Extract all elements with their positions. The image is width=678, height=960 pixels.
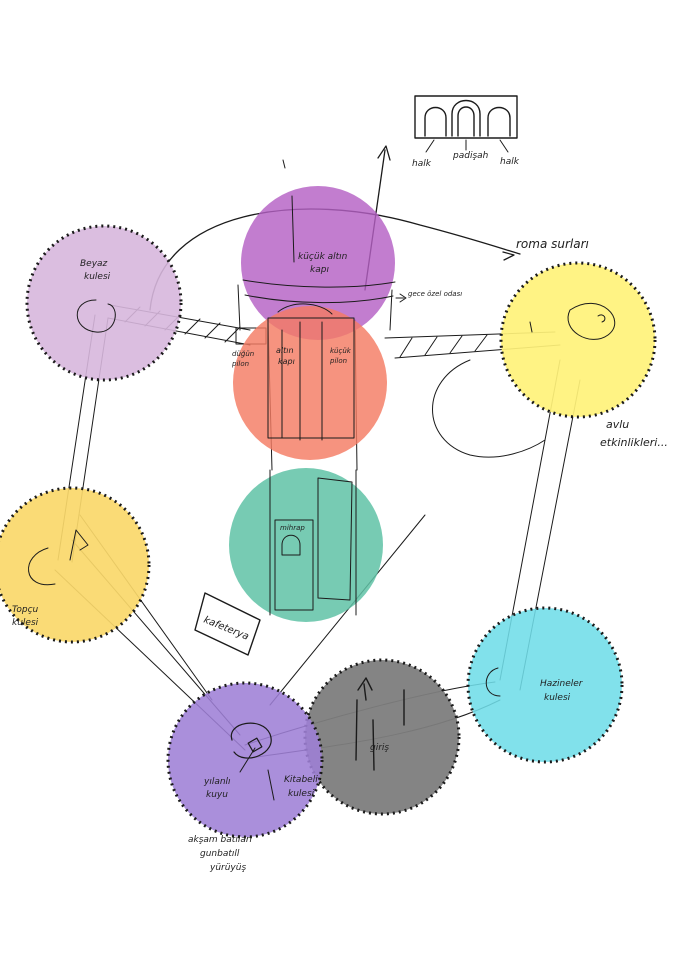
label-kitabeli-kule-2: kulesi — [288, 789, 315, 799]
label-mihrap: mihrap — [280, 524, 305, 532]
labels: Beyaz kulesi küçük altın kapı gece özel … — [12, 151, 668, 873]
label-altin-kapi-2: kapı — [278, 357, 295, 366]
label-sag-pilon-2: pilon — [329, 357, 347, 365]
zone-altin-kapi[interactable] — [233, 306, 387, 460]
label-hazineler-kulesi-2: kulesi — [544, 693, 571, 703]
label-padisah: padişah — [452, 151, 489, 161]
label-sag-pilon-1: küçük — [330, 347, 352, 355]
zone-teal-mihrap[interactable] — [229, 468, 383, 622]
label-halk-left: halk — [412, 159, 432, 169]
label-topcu-kulesi-2: kulesi — [12, 618, 39, 628]
zone-beyaz-kule[interactable] — [25, 224, 183, 382]
label-kucuk-altin-kapi-2: kapı — [310, 265, 329, 275]
zone-hazineler-kulesi[interactable] — [466, 606, 624, 764]
label-halk-right: halk — [500, 157, 520, 167]
label-avlu-1: avlu — [606, 418, 629, 431]
label-yilan-kuyu-1: yılanlı — [203, 777, 231, 787]
label-roma-surlari: roma surları — [516, 237, 589, 251]
label-beyaz-kule-1: Beyaz — [80, 259, 108, 269]
zone-kitabeli-kule[interactable] — [166, 681, 324, 839]
label-giris: giriş — [370, 743, 389, 753]
label-topcu-kulesi-1: Topçu — [12, 605, 39, 615]
label-beyaz-kule-2: kulesi — [84, 272, 111, 282]
label-altin-kapi-1: altın — [276, 346, 294, 355]
arch-icon — [414, 95, 518, 153]
kafeterya-box — [194, 592, 261, 656]
zone-circles — [0, 186, 657, 839]
zone-topcu-kulesi[interactable] — [0, 486, 151, 644]
label-avlu-2: etkinlikleri... — [600, 436, 668, 449]
label-aksam-3: yürüyüş — [209, 863, 246, 873]
label-hazineler-kulesi-1: Hazineler — [540, 679, 584, 689]
label-dugun-pilon-1: düğün — [232, 350, 254, 358]
label-kafeterya: kafeterya — [202, 615, 250, 643]
overlay-sketch — [28, 195, 616, 801]
label-dugun-pilon-2: pilon — [231, 360, 249, 368]
label-kitabeli-kule-1: Kitabeli — [284, 775, 318, 785]
zone-giris[interactable] — [303, 658, 461, 816]
label-aksam-2: gunbatıll — [200, 849, 240, 859]
zone-avlu-kule[interactable] — [499, 261, 657, 419]
label-gece-ozel-odasi: gece özel odası — [408, 290, 462, 298]
label-yilan-kuyu-2: kuyu — [206, 790, 228, 800]
label-aksam-1: akşam batıları — [188, 835, 253, 845]
label-kucuk-altin-kapi-1: küçük altın — [298, 252, 348, 262]
